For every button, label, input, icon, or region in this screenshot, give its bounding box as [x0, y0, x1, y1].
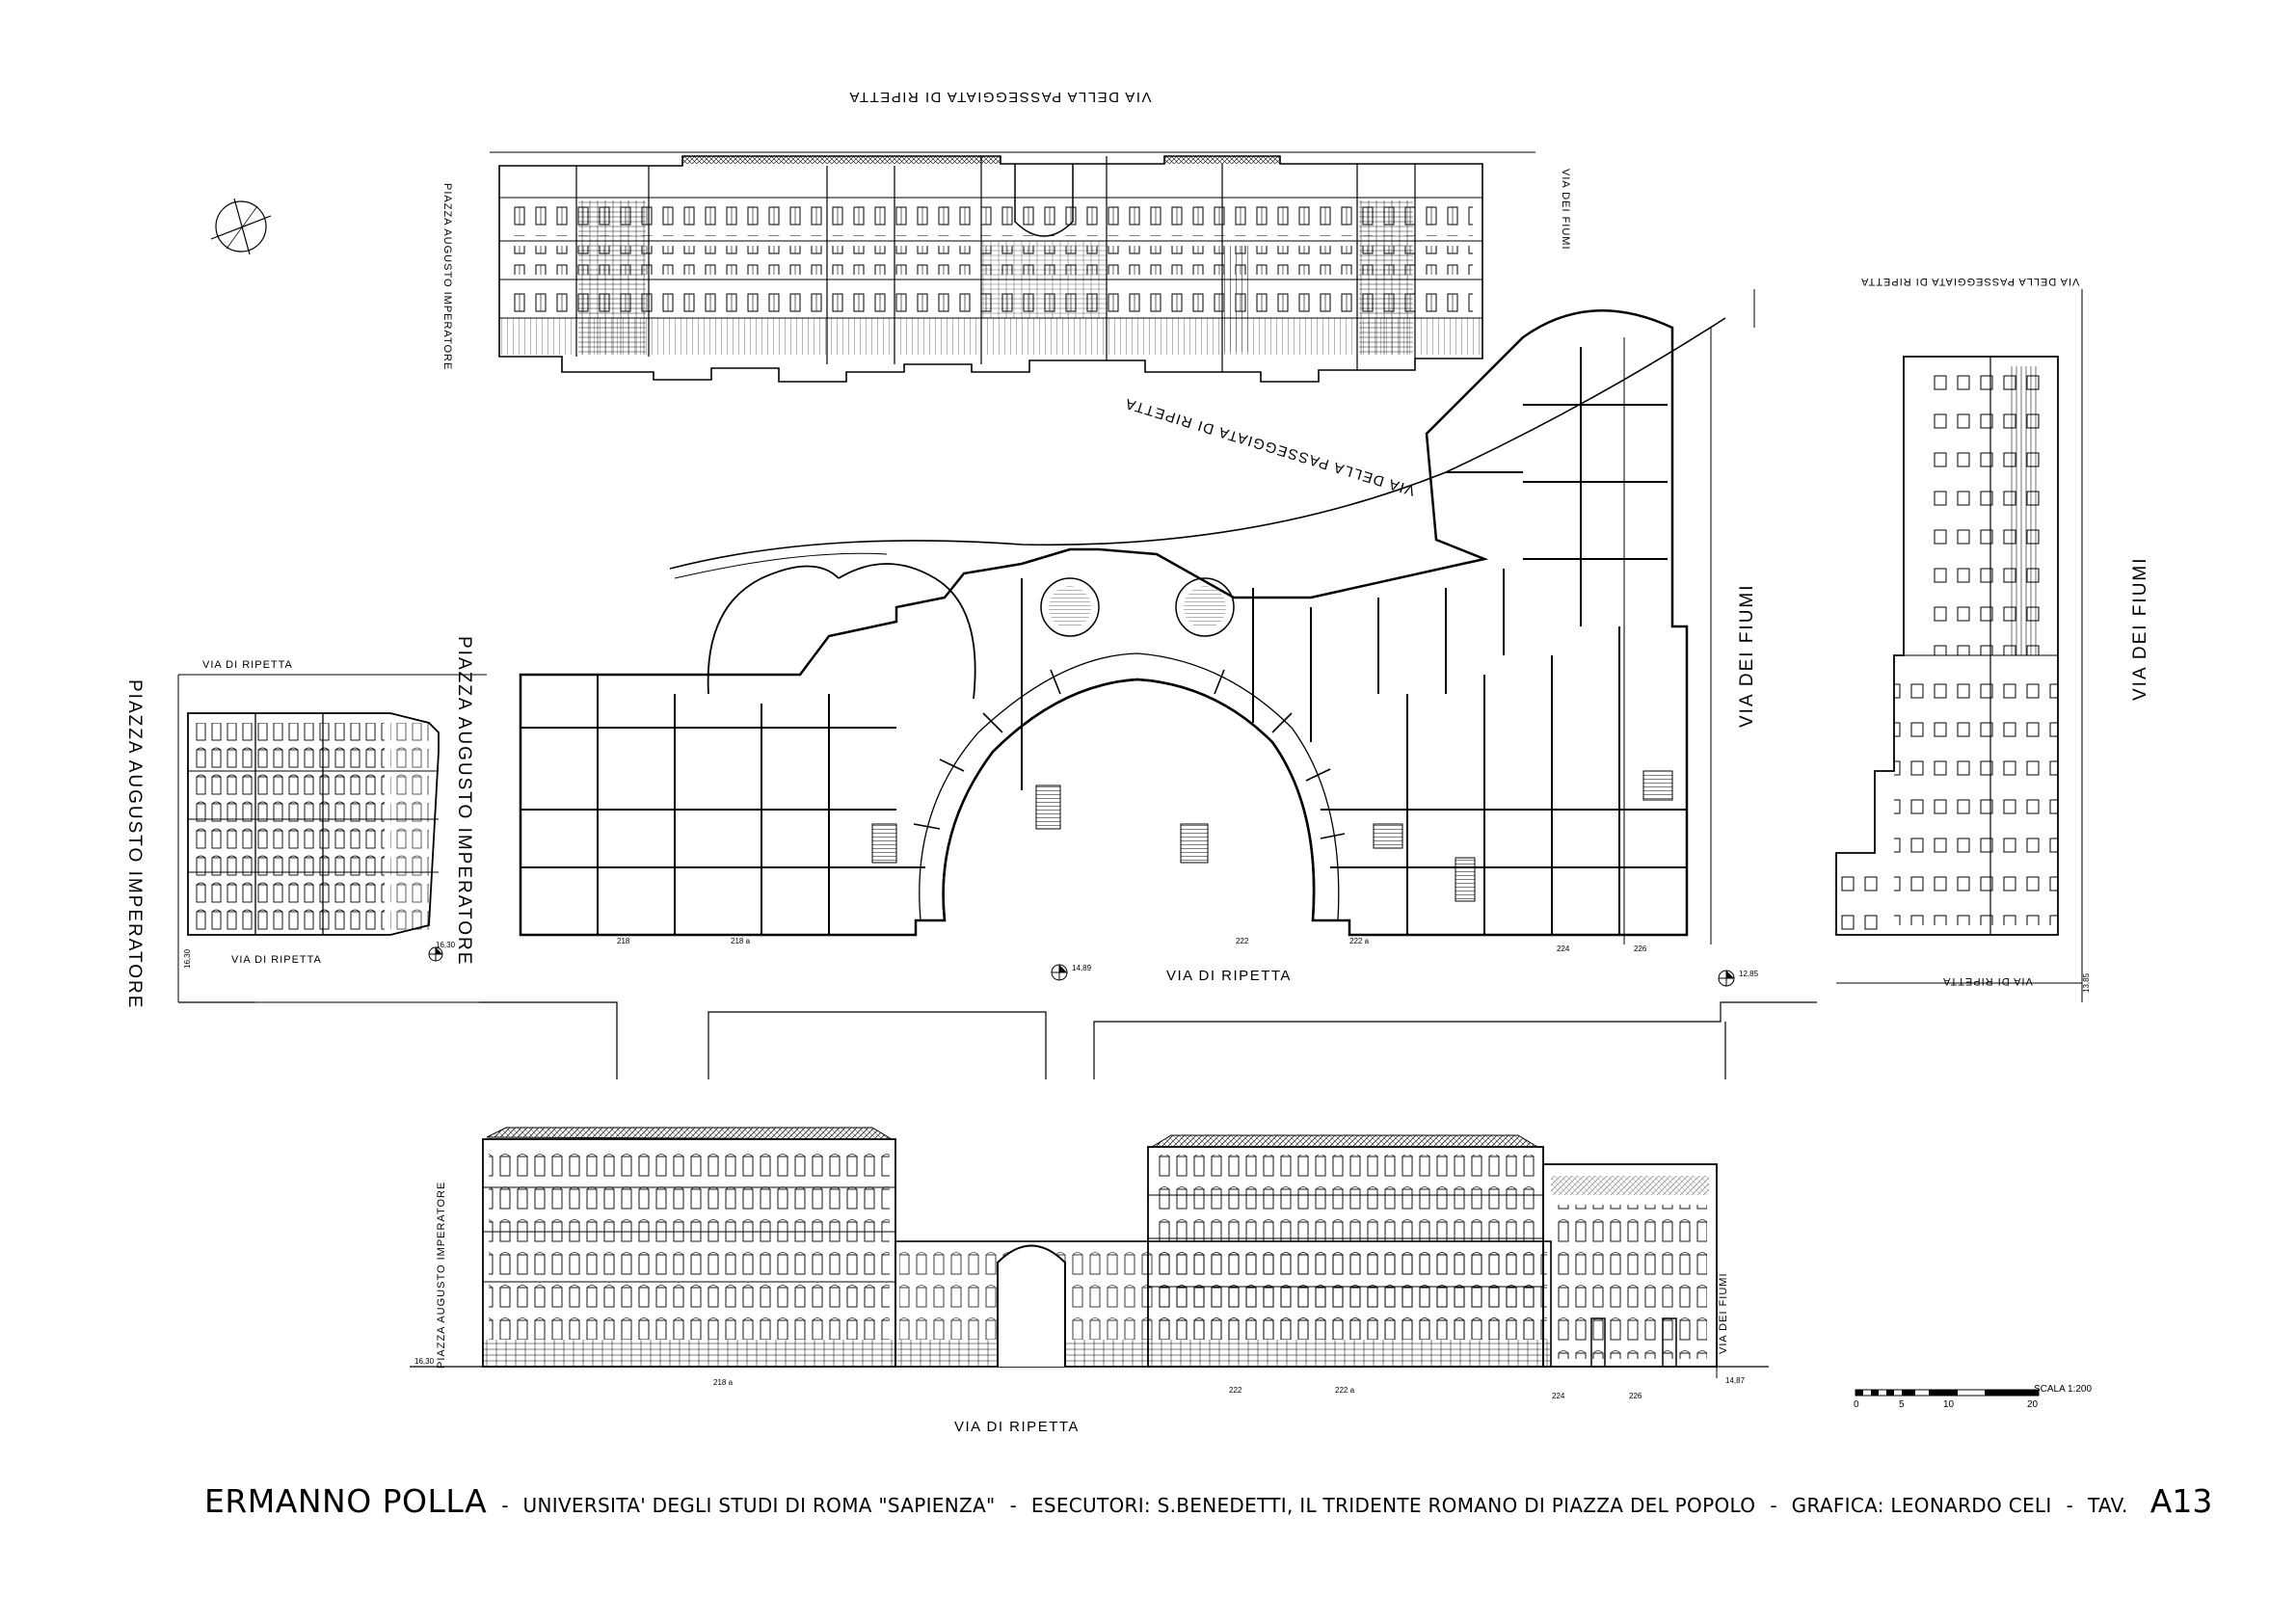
- university: UNIVERSITA' DEGLI STUDI DI ROMA "SAPIENZ…: [522, 1494, 996, 1517]
- right-elev-top-label: VIA DELLA PASSEGGIATA DI RIPETTA: [1860, 276, 2080, 287]
- top-elev-right-label: VIA DEI FIUMI: [1560, 169, 1571, 251]
- bottom-level-right: 14,87: [1725, 1376, 1746, 1385]
- bottom-elevation-title: VIA DI RIPETTA: [954, 1419, 1080, 1435]
- level-marker-icon: [428, 946, 443, 962]
- bottom-civic-222a: 222 a: [1335, 1386, 1355, 1395]
- level-marker-icon: [1718, 970, 1735, 987]
- right-side-elevation: [1835, 289, 2083, 1002]
- bottom-left-side-label: PIAZZA AUGUSTO IMPERATORE: [436, 1181, 447, 1369]
- left-side-elevation: [177, 674, 487, 1003]
- graphics-credit: GRAFICA: LEONARDO CELI: [1791, 1494, 2052, 1517]
- scale-label: SCALA 1:200: [2034, 1384, 2093, 1395]
- plan-civic-218a: 218 a: [731, 937, 751, 945]
- bottom-civic-218a: 218 a: [713, 1378, 734, 1387]
- top-elevation-drawing: [490, 151, 1535, 383]
- separator: -: [1009, 1494, 1017, 1517]
- left-elev-side-label: PIAZZA AUGUSTO IMPERATORE: [124, 679, 145, 1010]
- tav-code: A13: [2149, 1482, 2213, 1520]
- bottom-civic-226: 226: [1629, 1392, 1642, 1400]
- plan-right-street-label: VIA DEI FIUMI: [1737, 583, 1757, 728]
- scale-tick-5: 5: [1899, 1399, 1905, 1410]
- scale-tick-10: 10: [1943, 1399, 1955, 1410]
- scale-tick-0: 0: [1854, 1399, 1859, 1410]
- bottom-right-side-label: VIA DEI FIUMI: [1718, 1272, 1729, 1354]
- bottom-elevation-drawing: [410, 1127, 1769, 1378]
- top-elev-left-label: PIAZZA AUGUSTO IMPERATORE: [441, 183, 453, 371]
- level-marker-icon: [1051, 964, 1068, 981]
- north-arrow-icon: [210, 198, 272, 255]
- plan-civic-226: 226: [1634, 945, 1647, 953]
- top-elevation-title: VIA DELLA PASSEGGIATA DI RIPETTA: [848, 89, 1152, 105]
- plan-level-left: 16,30: [436, 941, 456, 949]
- separator: -: [2066, 1494, 2073, 1517]
- bottom-civic-222: 222: [1229, 1386, 1242, 1395]
- tav-label: TAV.: [2087, 1494, 2128, 1517]
- plan-civic-222: 222: [1236, 937, 1249, 945]
- plan-level-right: 12,85: [1739, 970, 1759, 978]
- bottom-civic-224: 224: [1552, 1392, 1565, 1400]
- title-block: ERMANNO POLLA - UNIVERSITA' DEGLI STUDI …: [204, 1482, 2212, 1520]
- plan-bottom-street-label: VIA DI RIPETTA: [1166, 968, 1292, 984]
- scale-bar: [1855, 1389, 2040, 1397]
- plan-civic-224: 224: [1557, 945, 1570, 953]
- separator: -: [501, 1494, 509, 1517]
- left-elev-bottom-label: VIA DI RIPETTA: [231, 954, 322, 966]
- separator: -: [1770, 1494, 1777, 1517]
- author-name: ERMANNO POLLA: [204, 1482, 488, 1520]
- plan-civic-222a: 222 a: [1349, 937, 1370, 945]
- plan-civic-218: 218: [617, 937, 630, 945]
- bottom-level-left: 16,30: [414, 1357, 435, 1366]
- executors: ESECUTORI: S.BENEDETTI, IL TRIDENTE ROMA…: [1030, 1494, 1756, 1517]
- ground-floor-plan: [519, 289, 1755, 945]
- right-elev-side-label: VIA DEI FIUMI: [2130, 556, 2150, 701]
- left-elev-top-label: VIA DI RIPETTA: [202, 659, 293, 671]
- scale-tick-20: 20: [2027, 1399, 2039, 1410]
- plan-level-mid: 14,89: [1072, 964, 1092, 972]
- opposite-street-kerbs: [178, 1001, 1817, 1079]
